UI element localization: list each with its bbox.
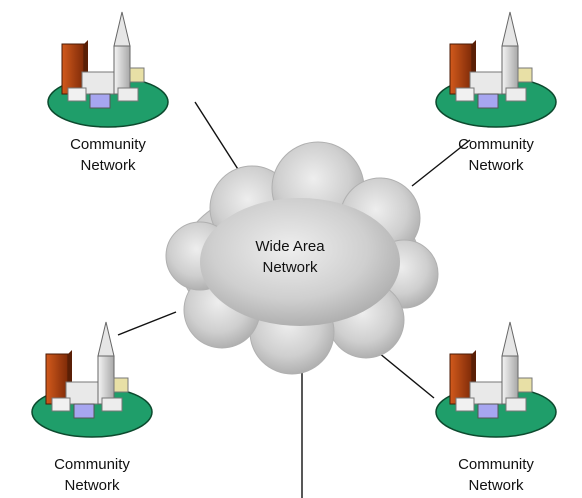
community-node-top-left: Community Network xyxy=(47,11,169,174)
node-label-line1: Community xyxy=(458,136,534,153)
town-icon xyxy=(47,11,169,128)
link-bottom-left xyxy=(117,311,177,336)
node-label-line2: Network xyxy=(468,477,524,494)
community-node-top-right: Community Network xyxy=(435,11,557,174)
node-label-line1: Community xyxy=(54,456,130,473)
cloud-label-line2: Network xyxy=(262,259,318,276)
town-icon xyxy=(435,321,557,438)
cloud-label-line1: Wide Area xyxy=(255,238,325,255)
node-label-line1: Community xyxy=(458,456,534,473)
community-node-bottom-left: Community Network xyxy=(31,321,153,494)
node-label-line2: Network xyxy=(64,477,120,494)
node-label-line2: Network xyxy=(80,157,136,174)
community-node-bottom-right: Community Network xyxy=(435,321,557,494)
node-label-line2: Network xyxy=(468,157,524,174)
node-label-line1: Community xyxy=(70,136,146,153)
town-icon xyxy=(31,321,153,438)
town-icon xyxy=(435,11,557,128)
link-top-right xyxy=(411,139,471,187)
wan-cloud-icon xyxy=(165,141,439,375)
